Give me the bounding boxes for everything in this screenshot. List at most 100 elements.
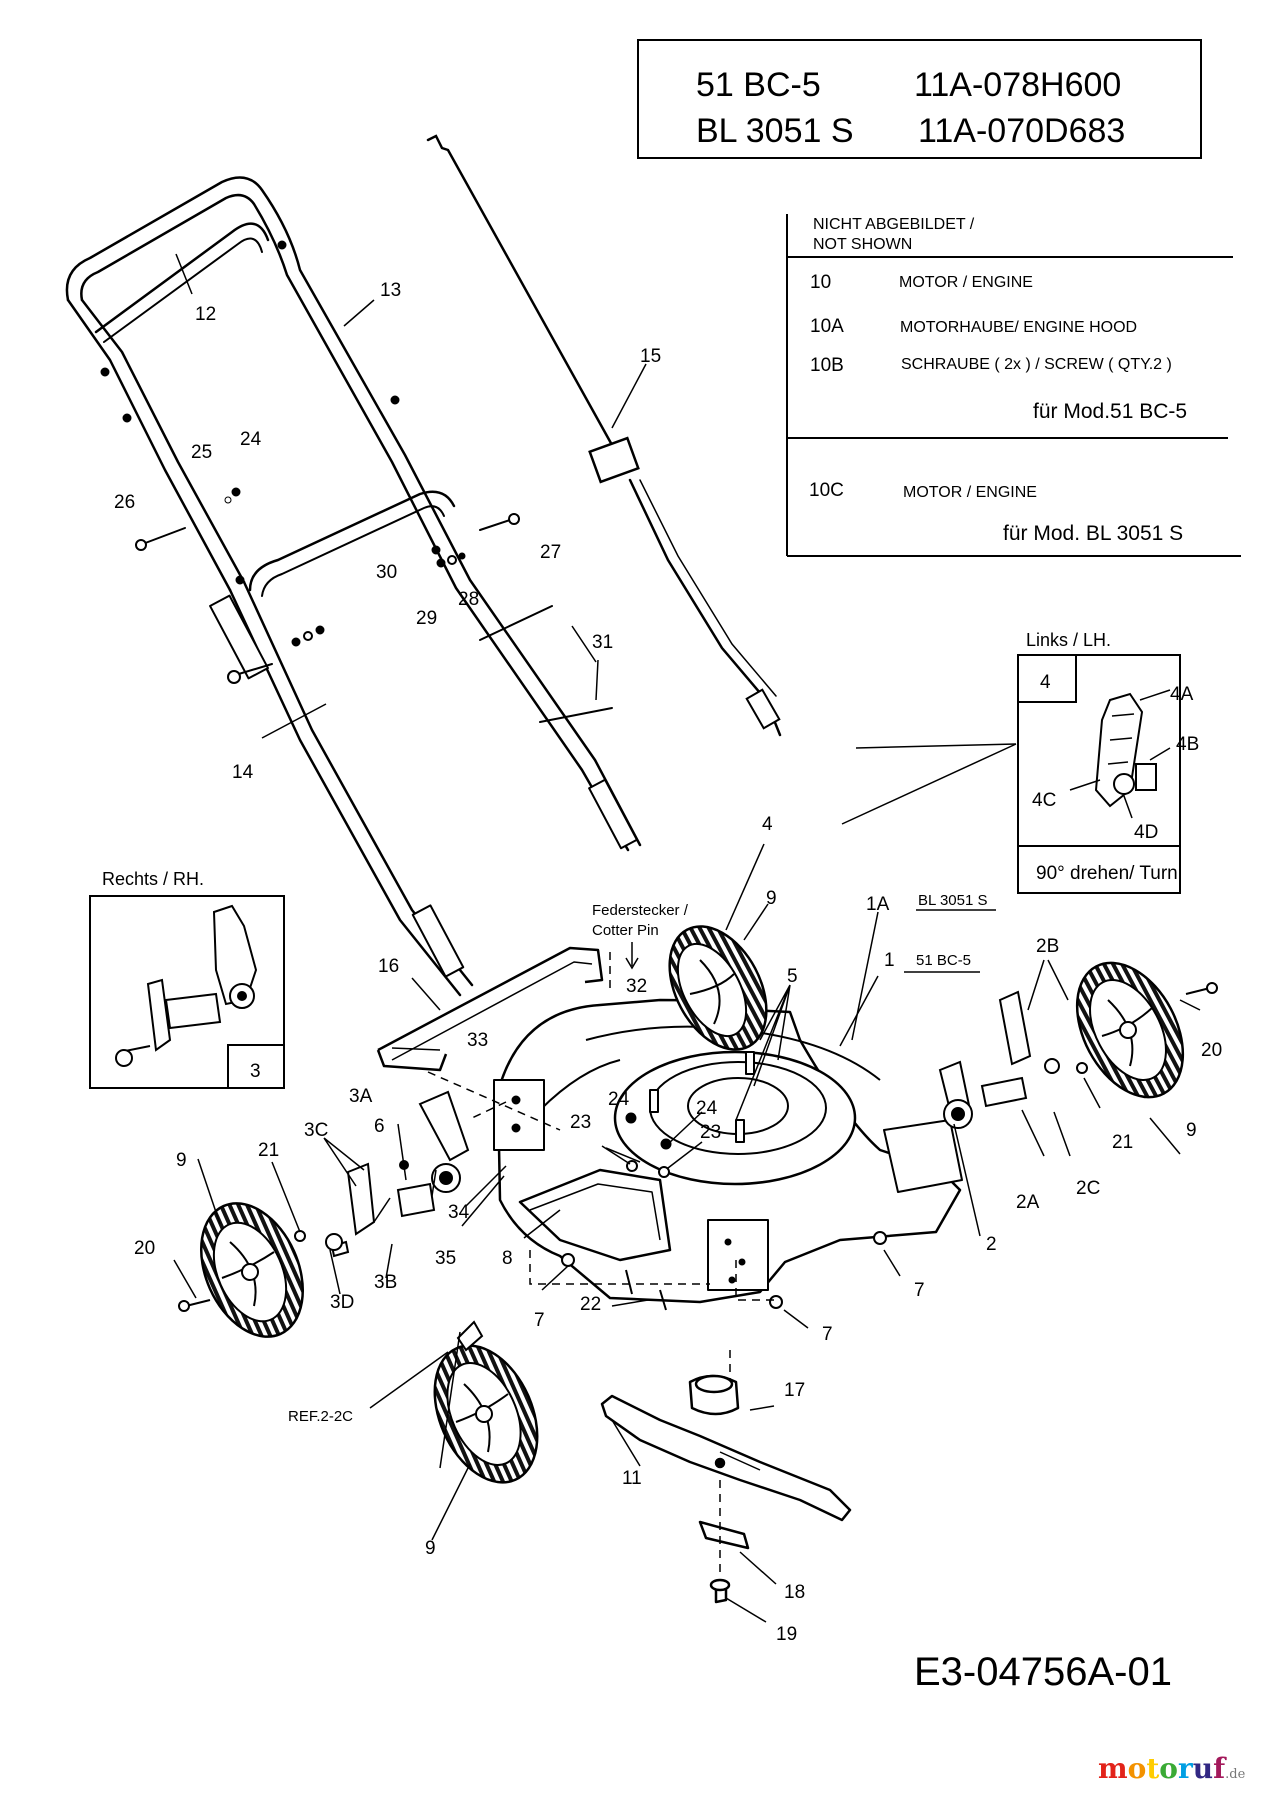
handle-assembly xyxy=(65,176,642,997)
part-label: 29 xyxy=(416,608,437,629)
part-label: 3A xyxy=(349,1086,373,1107)
part-label: 23 xyxy=(700,1122,721,1143)
part-label: 17 xyxy=(784,1380,805,1401)
not-shown-header-2: NOT SHOWN xyxy=(813,236,912,253)
part-label: 31 xyxy=(592,632,613,653)
not-shown-note-1: für Mod.51 BC-5 xyxy=(1033,400,1187,423)
part-label: 24 xyxy=(608,1089,630,1110)
part-label: 19 xyxy=(776,1624,797,1645)
wheel-front-left xyxy=(199,1202,305,1338)
part-label: 11 xyxy=(622,1468,642,1489)
inset-right-hand: Rechts / RH. 3 xyxy=(89,869,285,1089)
part-label: 12 xyxy=(195,304,216,325)
not-shown-row-desc: MOTOR / ENGINE xyxy=(899,274,1033,291)
part-label: 7 xyxy=(822,1324,833,1345)
wheel-front-right xyxy=(1075,961,1185,1099)
watermark-logo: motoruf.de xyxy=(1098,1752,1268,1792)
inset-lh-callout: 4A xyxy=(1170,684,1194,705)
cotter-pin-label-2: Cotter Pin xyxy=(592,922,659,939)
part-labels: 12 13 15 24 25 26 27 28 29 30 31 14 4 9 … xyxy=(114,280,1222,1645)
alignment-lines xyxy=(427,952,776,1578)
part-label: 9 xyxy=(766,888,777,909)
model-tag-1A: BL 3051 S xyxy=(918,892,988,909)
part-label: 14 xyxy=(232,762,254,783)
part-label: 22 xyxy=(580,1294,601,1315)
part-label: 9 xyxy=(1186,1120,1197,1141)
part-label: 1 xyxy=(884,950,895,971)
part-label: 3D xyxy=(330,1292,354,1313)
drawing-number: E3-04756A-01 xyxy=(914,1650,1172,1694)
inset-lh-callout: 4D xyxy=(1134,822,1158,843)
inset-rh-ref: 3 xyxy=(250,1061,261,1082)
not-shown-row-no: 10 xyxy=(810,272,831,293)
control-cable xyxy=(426,134,782,737)
watermark-letter: u xyxy=(1192,1752,1214,1785)
leader-lines xyxy=(173,253,1201,1623)
watermark-letter: r xyxy=(1177,1752,1193,1785)
watermark-letter: o xyxy=(1127,1752,1147,1785)
inset-left-hand: Links / LH. 4 4A 4B 4C 4D 90° drehen/ Tu… xyxy=(1017,630,1199,894)
height-adjuster-left xyxy=(178,982,1218,1312)
inset-lh-title: Links / LH. xyxy=(1026,630,1111,650)
part-label: 20 xyxy=(134,1238,155,1259)
not-shown-row-no: 10A xyxy=(810,316,844,337)
title-number-1: 11A-078H600 xyxy=(914,66,1121,104)
part-label: 1A xyxy=(866,894,890,915)
not-shown-table: NICHT ABGEBILDET / NOT SHOWN 10 MOTOR / … xyxy=(786,214,1241,557)
model-tag-1: 51 BC-5 xyxy=(916,952,971,969)
part-label: 24 xyxy=(696,1098,718,1119)
watermark-letter: m xyxy=(1098,1752,1128,1785)
inset-lh-footer: 90° drehen/ Turn xyxy=(1036,863,1178,884)
part-label: 9 xyxy=(425,1538,436,1559)
part-label: 15 xyxy=(640,346,661,367)
part-label: 30 xyxy=(376,562,397,583)
blade-assembly xyxy=(600,1374,852,1604)
part-label: 2C xyxy=(1076,1178,1100,1199)
not-shown-row-no: 10C xyxy=(809,480,844,501)
part-label: 5 xyxy=(787,966,798,987)
not-shown-row-no: 10B xyxy=(810,355,844,376)
nuts xyxy=(561,1231,887,1311)
ref-note: REF.2-2C xyxy=(288,1408,353,1425)
part-label: 2A xyxy=(1016,1192,1040,1213)
not-shown-note-2: für Mod. BL 3051 S xyxy=(1003,522,1183,545)
title-model-1: 51 BC-5 xyxy=(696,66,821,104)
not-shown-header-1: NICHT ABGEBILDET / xyxy=(813,216,975,233)
part-label: 18 xyxy=(784,1582,805,1603)
part-label: 25 xyxy=(191,442,212,463)
part-label: 2B xyxy=(1036,936,1059,957)
part-label: 23 xyxy=(570,1112,591,1133)
part-label: 16 xyxy=(378,956,399,977)
part-label: 34 xyxy=(448,1202,470,1223)
part-label: 7 xyxy=(534,1310,545,1331)
part-label: 28 xyxy=(458,589,479,610)
title-model-2: BL 3051 S xyxy=(696,112,854,150)
rear-flap-rod xyxy=(376,946,604,1072)
cotter-pin-label-1: Federstecker / xyxy=(592,902,689,919)
part-label: 33 xyxy=(467,1030,488,1051)
part-label: 27 xyxy=(540,542,561,563)
inset-rh-title: Rechts / RH. xyxy=(102,869,204,889)
not-shown-row-desc: MOTORHAUBE/ ENGINE HOOD xyxy=(900,319,1137,336)
part-label: 32 xyxy=(626,976,647,997)
part-label: 20 xyxy=(1201,1040,1222,1061)
not-shown-row-desc: SCHRAUBE ( 2x ) / SCREW ( QTY.2 ) xyxy=(901,356,1172,373)
wheel-rear-top xyxy=(668,925,768,1051)
notes: Federstecker / Cotter Pin REF.2-2C xyxy=(288,902,689,1425)
part-label: 21 xyxy=(1112,1132,1133,1153)
watermark-tld: .de xyxy=(1225,1767,1246,1782)
part-label: 21 xyxy=(258,1140,279,1161)
part-label: 8 xyxy=(502,1248,513,1269)
inset-lh-callout: 4B xyxy=(1176,734,1199,755)
part-label: 2 xyxy=(986,1234,997,1255)
part-label: 13 xyxy=(380,280,401,301)
title-box: 51 BC-5 11A-078H600 BL 3051 S 11A-070D68… xyxy=(637,39,1202,159)
part-label: 3C xyxy=(304,1120,328,1141)
inset-lh-callout: 4C xyxy=(1032,790,1056,811)
height-adjuster-right xyxy=(325,1090,470,1258)
part-label: 26 xyxy=(114,492,135,513)
part-label: 9 xyxy=(176,1150,187,1171)
inset-lh-ref: 4 xyxy=(1040,672,1051,693)
